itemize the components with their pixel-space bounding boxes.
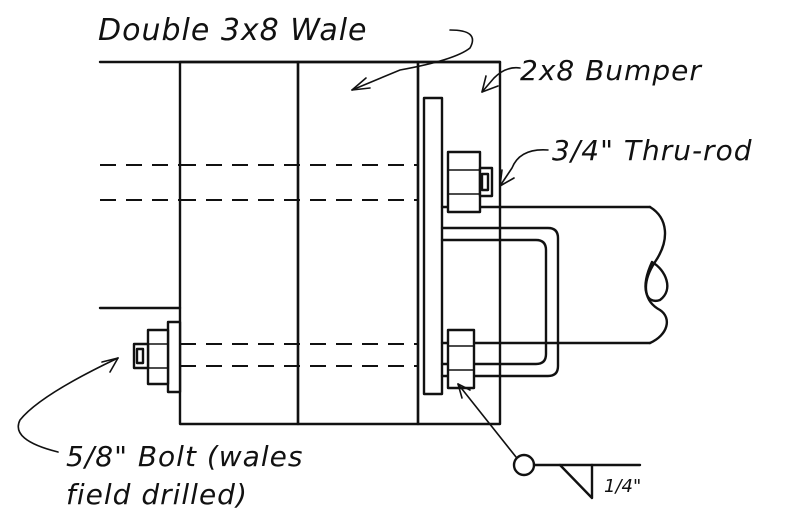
bolt-leader [17,357,119,453]
weld-symbol [457,383,642,500]
thru-rod-leader [499,149,549,187]
bumper-label: 2x8 Bumper [520,54,702,87]
u-bracket [440,226,560,378]
bolt-nut-right [446,328,476,390]
bumper-block [416,60,502,426]
thru-rod-nut [446,150,494,214]
bolt-label-line1: 5/8" Bolt (wales [66,440,303,473]
weld-size-label: 1/4" [604,476,641,497]
bolt-label-line2: field drilled) [66,478,248,511]
wale-label: Double 3x8 Wale [98,13,368,48]
thru-rod-label: 3/4" Thru-rod [552,134,752,167]
bumper-leader [481,66,521,93]
steel-plates [166,96,444,396]
bolt-nut-left [132,328,170,386]
double-wale [178,60,420,426]
wale-leader [351,29,474,91]
